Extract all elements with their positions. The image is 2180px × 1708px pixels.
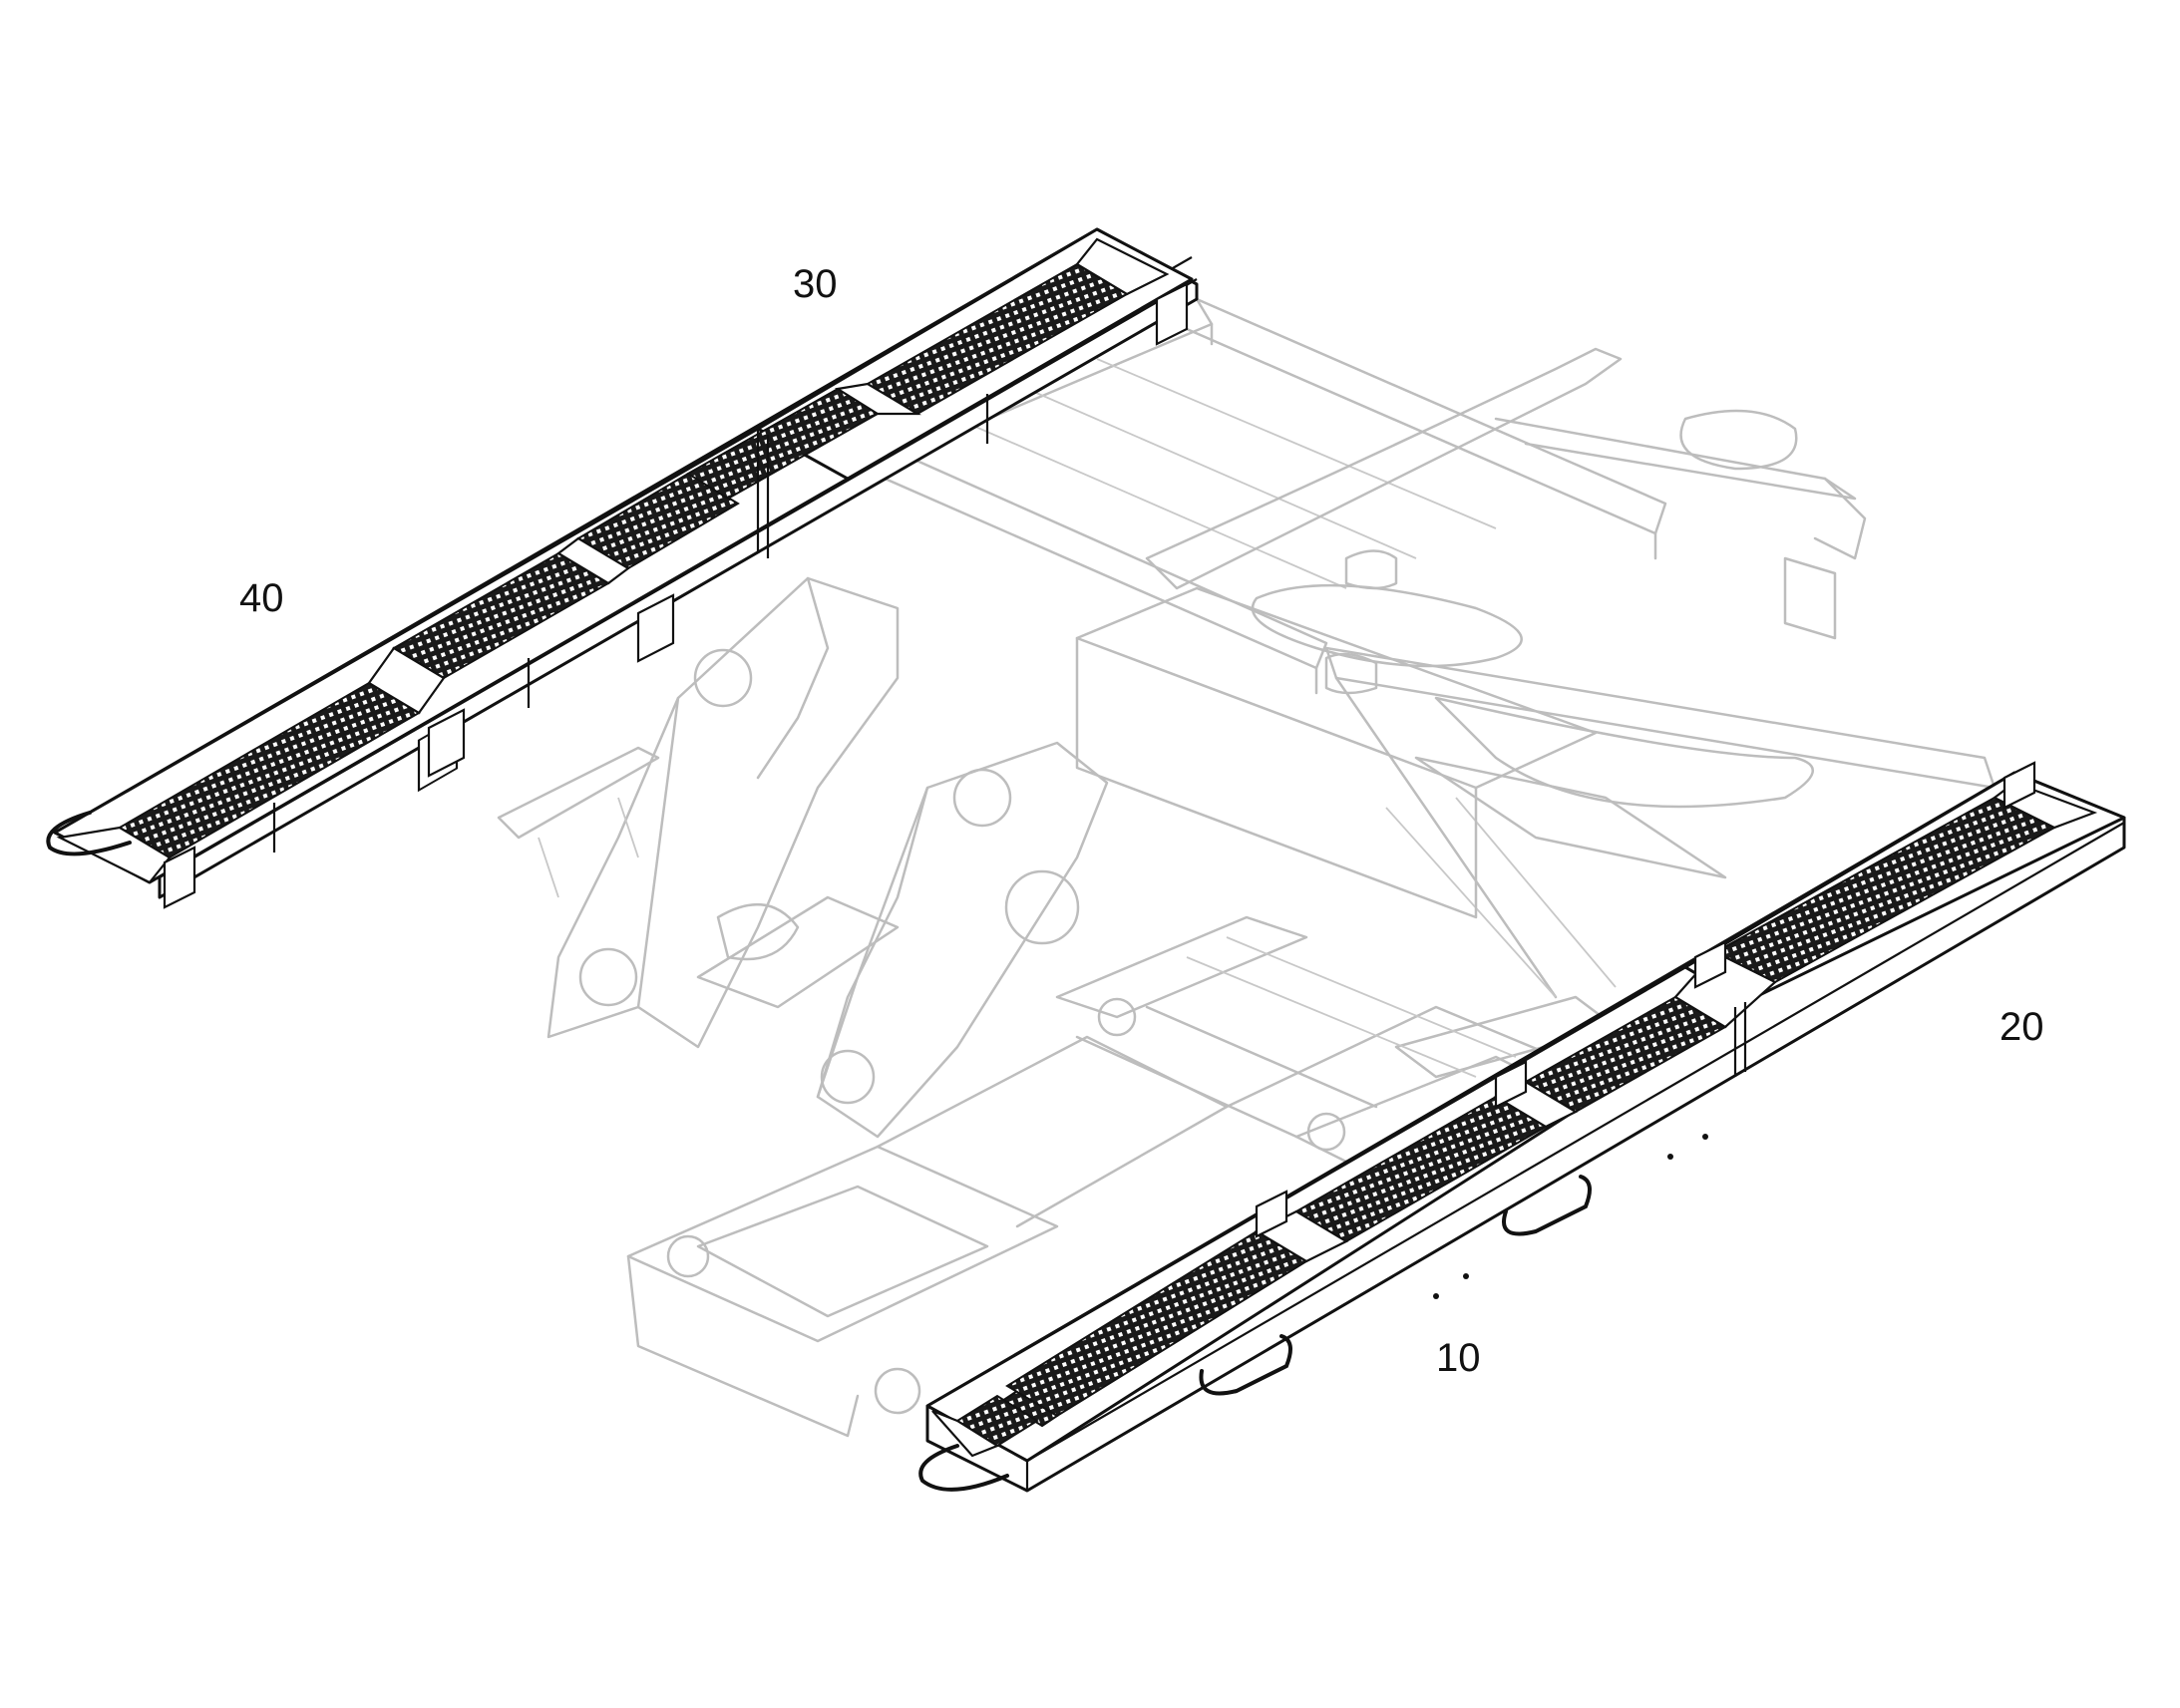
- callout-10: 10: [1436, 1336, 1481, 1380]
- walkway-10-20: [918, 761, 2126, 1493]
- callout-20: 20: [1999, 1005, 2044, 1049]
- callout-40: 40: [239, 576, 284, 620]
- walkway-30-40: [46, 227, 1199, 909]
- callout-30: 30: [793, 262, 838, 306]
